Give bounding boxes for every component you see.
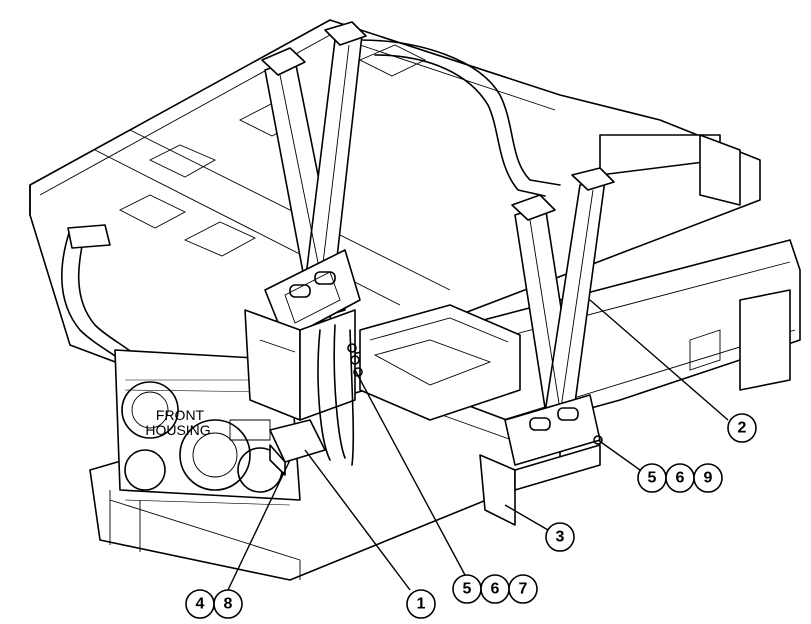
right-a-frame-bracket [479,167,615,526]
callout-5-6-7-number-c: 7 [519,581,528,598]
callout-2: 2 [727,413,757,443]
callout-4-8-number-b: 8 [224,596,233,613]
rear-rail [359,39,741,206]
leader-569 [597,439,641,471]
leader-567 [354,369,466,576]
front-housing-label-line1: FRONT [156,407,205,423]
callout-5-6-7: 5 6 7 [452,574,538,604]
front-housing-label-line2: HOUSING [145,422,210,438]
callout-1-number: 1 [417,596,426,613]
callout-1: 1 [406,589,436,619]
leader-48 [227,459,291,591]
leader-2 [589,299,729,421]
center-cable-bracket [269,324,363,476]
leader-lines [227,299,729,591]
leader-3 [504,504,549,531]
left-a-frame-bracket [244,21,367,421]
callout-5-6-9-number-c: 9 [704,470,713,487]
callout-5-6-9-number-a: 5 [648,470,657,487]
callout-2-number: 2 [738,420,747,437]
callout-5-6-9: 5 6 9 [637,463,723,493]
callout-5-6-7-number-a: 5 [463,581,472,598]
callout-4-8: 4 8 [185,589,243,619]
callout-4-8-number-a: 4 [196,596,205,613]
callout-5-6-9-number-b: 6 [676,470,685,487]
callout-3: 3 [545,522,575,552]
callout-5-6-7-number-b: 6 [491,581,500,598]
callout-3-number: 3 [556,529,565,546]
center-tray [359,304,521,421]
leader-1 [304,449,411,591]
